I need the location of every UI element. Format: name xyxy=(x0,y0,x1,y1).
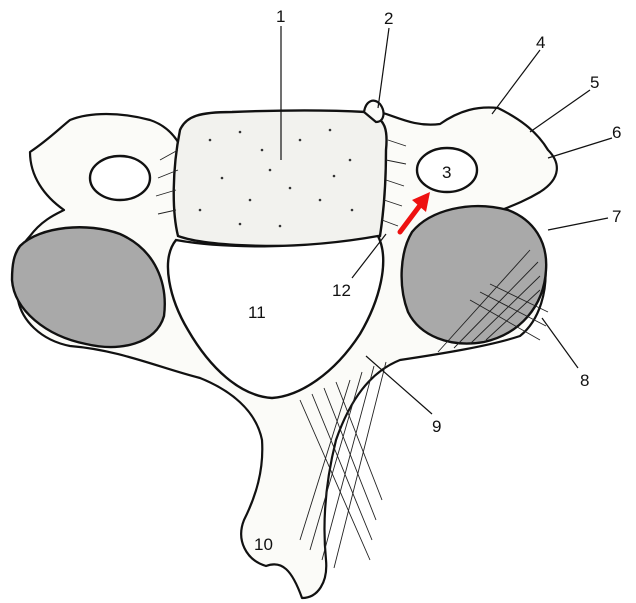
label-11: 11 xyxy=(248,303,266,322)
label-4: 4 xyxy=(536,33,545,52)
label-9: 9 xyxy=(432,417,441,436)
label-1: 1 xyxy=(276,7,285,26)
label-5: 5 xyxy=(590,73,599,92)
foramen-transversarium-left xyxy=(90,156,150,200)
label-12: 12 xyxy=(332,281,351,300)
label-7: 7 xyxy=(612,207,621,226)
label-8: 8 xyxy=(580,371,589,390)
label-6: 6 xyxy=(612,123,621,142)
label-3: 3 xyxy=(442,163,451,182)
label-10: 10 xyxy=(254,535,273,554)
label-2: 2 xyxy=(384,9,393,28)
